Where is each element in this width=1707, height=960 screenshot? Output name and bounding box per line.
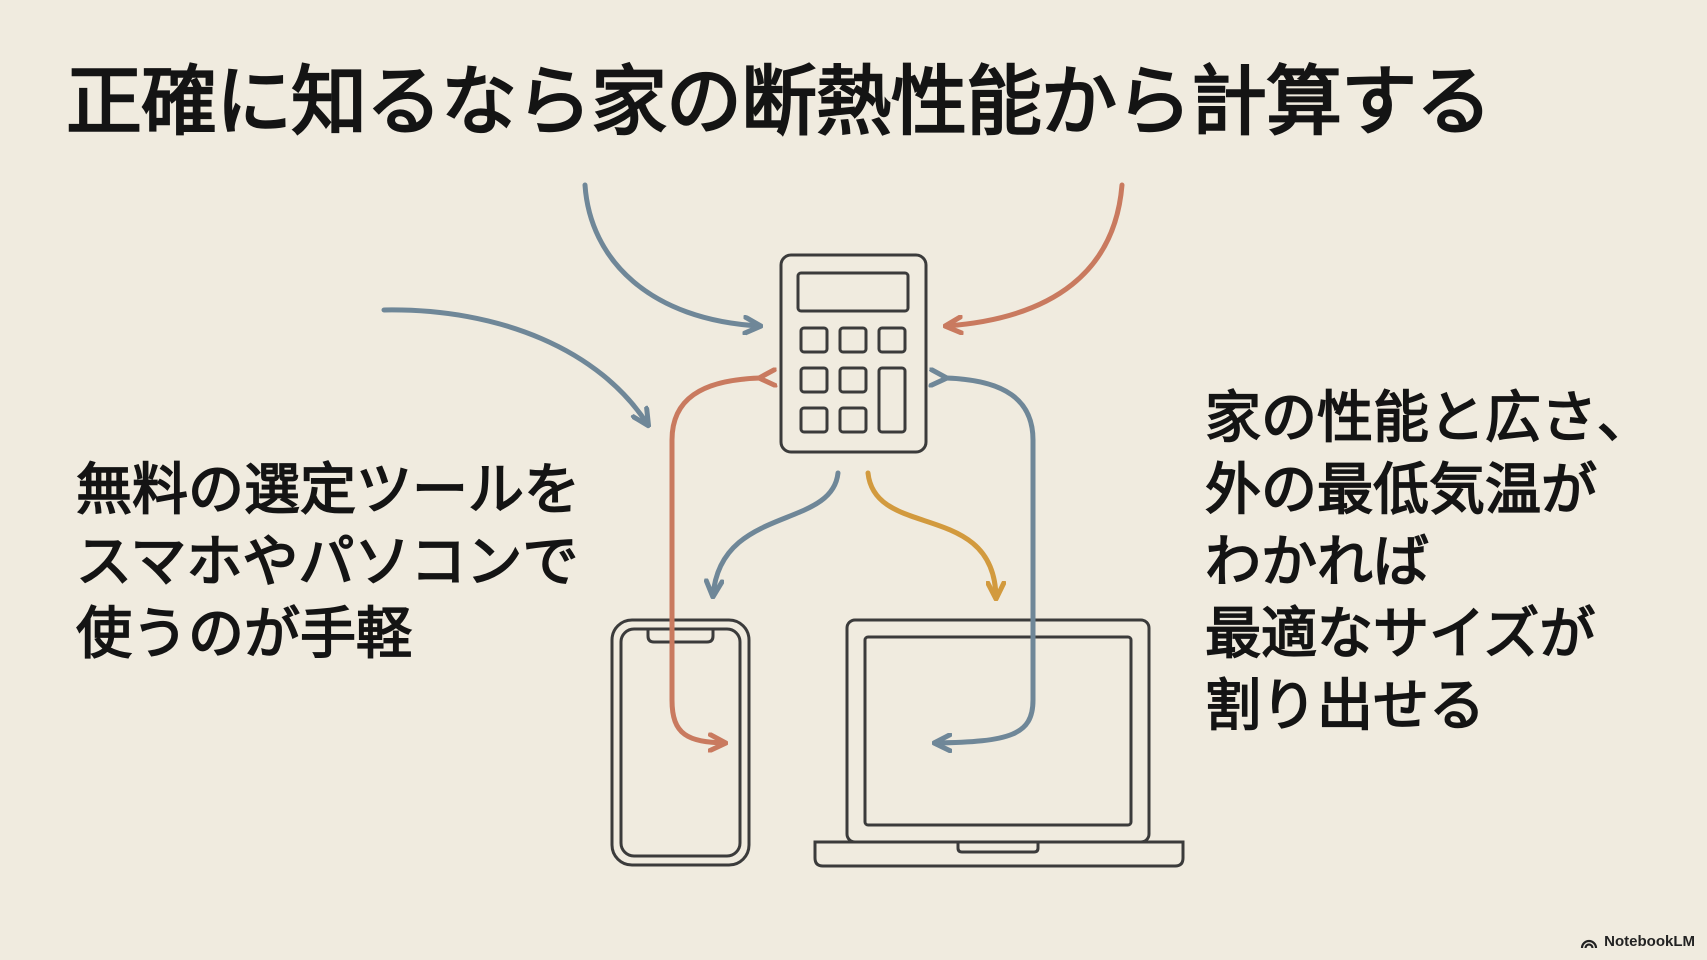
arrow-to-smartphone bbox=[713, 470, 841, 596]
right-caption-line: 最適なサイズが bbox=[1205, 602, 1596, 667]
right-caption-line: 割り出せる bbox=[1205, 674, 1485, 739]
left-caption-line: スマホやパソコンで bbox=[76, 530, 579, 595]
laptop-icon bbox=[813, 618, 1185, 868]
right-caption-line: 家の性能と広さ、 bbox=[1205, 386, 1653, 451]
right-caption-line: わかれば bbox=[1205, 530, 1429, 595]
left-caption-line: 無料の選定ツールを bbox=[76, 458, 580, 523]
arrow-to-laptop bbox=[865, 470, 996, 598]
arrow-top-right bbox=[946, 182, 1125, 326]
arrow-left bbox=[381, 307, 648, 425]
notebooklm-logo-icon bbox=[1581, 939, 1598, 948]
left-caption-line: 使うのが手軽 bbox=[76, 602, 412, 667]
arrow-laptop-calculator-loop bbox=[935, 378, 1036, 743]
right-caption-line: 外の最低気温が bbox=[1205, 458, 1597, 523]
left-caption: 無料の選定ツールを スマホやパソコンで 使うのが手軽 bbox=[76, 455, 636, 671]
brand-label: NotebookLM bbox=[1604, 933, 1695, 950]
arrow-top-left bbox=[582, 182, 760, 326]
right-caption: 家の性能と広さ、 外の最低気温が わかれば 最適なサイズが 割り出せる bbox=[1205, 383, 1665, 743]
arrow-phone-calculator-loop bbox=[669, 378, 760, 743]
slide-title: 正確に知るなら家の断熱性能から計算する bbox=[66, 57, 1492, 146]
brand-watermark: NotebookLM bbox=[1580, 933, 1695, 950]
calculator-icon bbox=[779, 253, 928, 454]
